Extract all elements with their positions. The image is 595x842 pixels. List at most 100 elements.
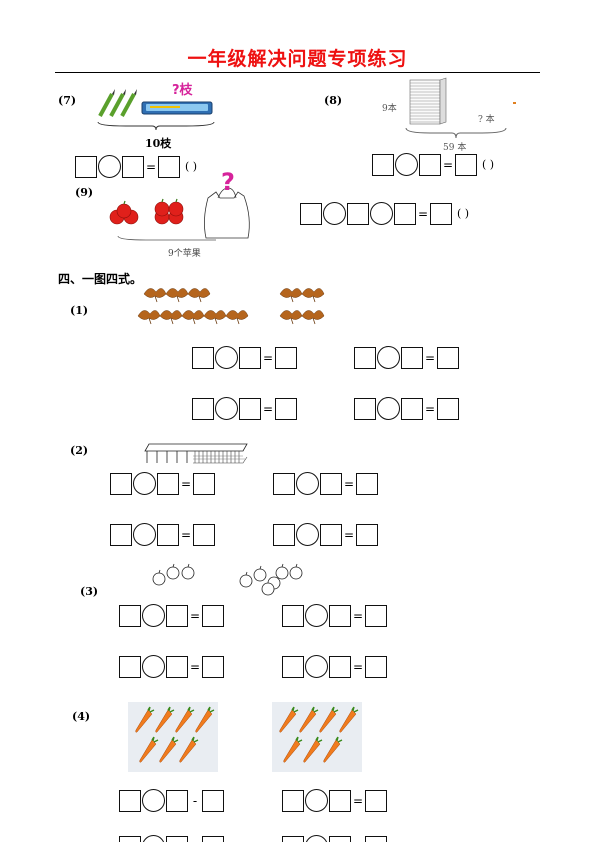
answer-box[interactable] <box>122 155 144 178</box>
result-box[interactable] <box>202 655 224 678</box>
answer-box[interactable] <box>273 472 295 495</box>
operator-circle[interactable] <box>370 202 393 225</box>
result-box[interactable] <box>365 604 387 627</box>
equals-sign: = <box>189 608 201 623</box>
result-box[interactable] <box>356 472 378 495</box>
result-box[interactable] <box>202 835 224 842</box>
operator-circle[interactable] <box>296 472 319 495</box>
answer-paren[interactable]: ( ) <box>185 160 198 173</box>
result-box[interactable] <box>356 523 378 546</box>
p8-known-label: 9本 <box>382 104 397 114</box>
result-box[interactable] <box>365 789 387 812</box>
operator-circle[interactable] <box>305 655 328 678</box>
answer-box[interactable] <box>282 835 304 842</box>
answer-box[interactable] <box>282 655 304 678</box>
total-brace <box>97 121 215 131</box>
result-box[interactable] <box>437 346 459 369</box>
operator-circle[interactable] <box>215 346 238 369</box>
item-2-equation-1: = <box>110 472 215 495</box>
result-box[interactable] <box>275 397 297 420</box>
equals-sign: = <box>352 659 364 674</box>
answer-box[interactable] <box>157 472 179 495</box>
answer-box[interactable] <box>354 397 376 420</box>
operator-circle[interactable] <box>305 789 328 812</box>
answer-box[interactable] <box>372 153 394 176</box>
result-box[interactable] <box>202 604 224 627</box>
operator-circle[interactable] <box>395 153 418 176</box>
page-title: 一年级解决问题专项练习 <box>187 48 408 70</box>
operator-circle[interactable] <box>133 472 156 495</box>
operator-circle[interactable] <box>142 835 165 842</box>
carrot-icon <box>272 702 362 772</box>
answer-box[interactable] <box>110 472 132 495</box>
answer-box[interactable] <box>239 397 261 420</box>
result-box[interactable] <box>158 155 180 178</box>
section-4-heading: 四、一图四式。 <box>58 272 143 286</box>
answer-box[interactable] <box>329 655 351 678</box>
equals-sign: = <box>424 350 436 365</box>
operator-circle[interactable] <box>305 835 328 842</box>
answer-box[interactable] <box>166 655 188 678</box>
operator-circle[interactable] <box>142 789 165 812</box>
operator-circle[interactable] <box>98 155 121 178</box>
answer-box[interactable] <box>320 472 342 495</box>
answer-box[interactable] <box>239 346 261 369</box>
answer-paren[interactable]: ( ) <box>457 207 470 220</box>
answer-box[interactable] <box>329 604 351 627</box>
answer-box[interactable] <box>282 789 304 812</box>
answer-box[interactable] <box>300 202 322 225</box>
book-stack-icon <box>409 77 447 125</box>
operator-circle[interactable] <box>142 655 165 678</box>
answer-box[interactable] <box>166 835 188 842</box>
equals-sign: = <box>262 350 274 365</box>
result-box[interactable] <box>365 655 387 678</box>
answer-box[interactable] <box>347 202 369 225</box>
answer-box[interactable] <box>119 604 141 627</box>
answer-box[interactable] <box>119 655 141 678</box>
item-1-equation-3: = <box>192 397 297 420</box>
answer-box[interactable] <box>329 835 351 842</box>
p8-total-label: 59 本 <box>443 143 467 153</box>
answer-box[interactable] <box>75 155 97 178</box>
operator-circle[interactable] <box>215 397 238 420</box>
result-box[interactable] <box>275 346 297 369</box>
answer-box[interactable] <box>119 835 141 842</box>
answer-box[interactable] <box>192 346 214 369</box>
answer-box[interactable] <box>419 153 441 176</box>
answer-box[interactable] <box>320 523 342 546</box>
answer-box[interactable] <box>401 346 423 369</box>
operator-circle[interactable] <box>296 523 319 546</box>
result-box[interactable] <box>455 153 477 176</box>
result-box[interactable] <box>437 397 459 420</box>
operator-circle[interactable] <box>142 604 165 627</box>
answer-box[interactable] <box>157 523 179 546</box>
operator-circle[interactable] <box>377 346 400 369</box>
answer-box[interactable] <box>166 789 188 812</box>
ruler-icon <box>144 443 248 464</box>
equals-sign: = <box>352 608 364 623</box>
answer-box[interactable] <box>119 789 141 812</box>
item-1-equation-4: = <box>354 397 459 420</box>
answer-box[interactable] <box>192 397 214 420</box>
result-box[interactable] <box>193 472 215 495</box>
result-box[interactable] <box>430 202 452 225</box>
result-box[interactable] <box>365 835 387 842</box>
answer-box[interactable] <box>329 789 351 812</box>
result-box[interactable] <box>193 523 215 546</box>
answer-box[interactable] <box>273 523 295 546</box>
answer-box[interactable] <box>394 202 416 225</box>
p8-equation: = ( ) <box>372 153 494 176</box>
operator-circle[interactable] <box>377 397 400 420</box>
answer-box[interactable] <box>354 346 376 369</box>
answer-box[interactable] <box>282 604 304 627</box>
equals-sign: = <box>262 401 274 416</box>
operator-circle[interactable] <box>305 604 328 627</box>
operator-circle[interactable] <box>133 523 156 546</box>
p7-equation: = ( ) <box>75 155 197 178</box>
result-box[interactable] <box>202 789 224 812</box>
answer-box[interactable] <box>166 604 188 627</box>
operator-circle[interactable] <box>323 202 346 225</box>
answer-paren[interactable]: ( ) <box>482 158 495 171</box>
answer-box[interactable] <box>401 397 423 420</box>
answer-box[interactable] <box>110 523 132 546</box>
